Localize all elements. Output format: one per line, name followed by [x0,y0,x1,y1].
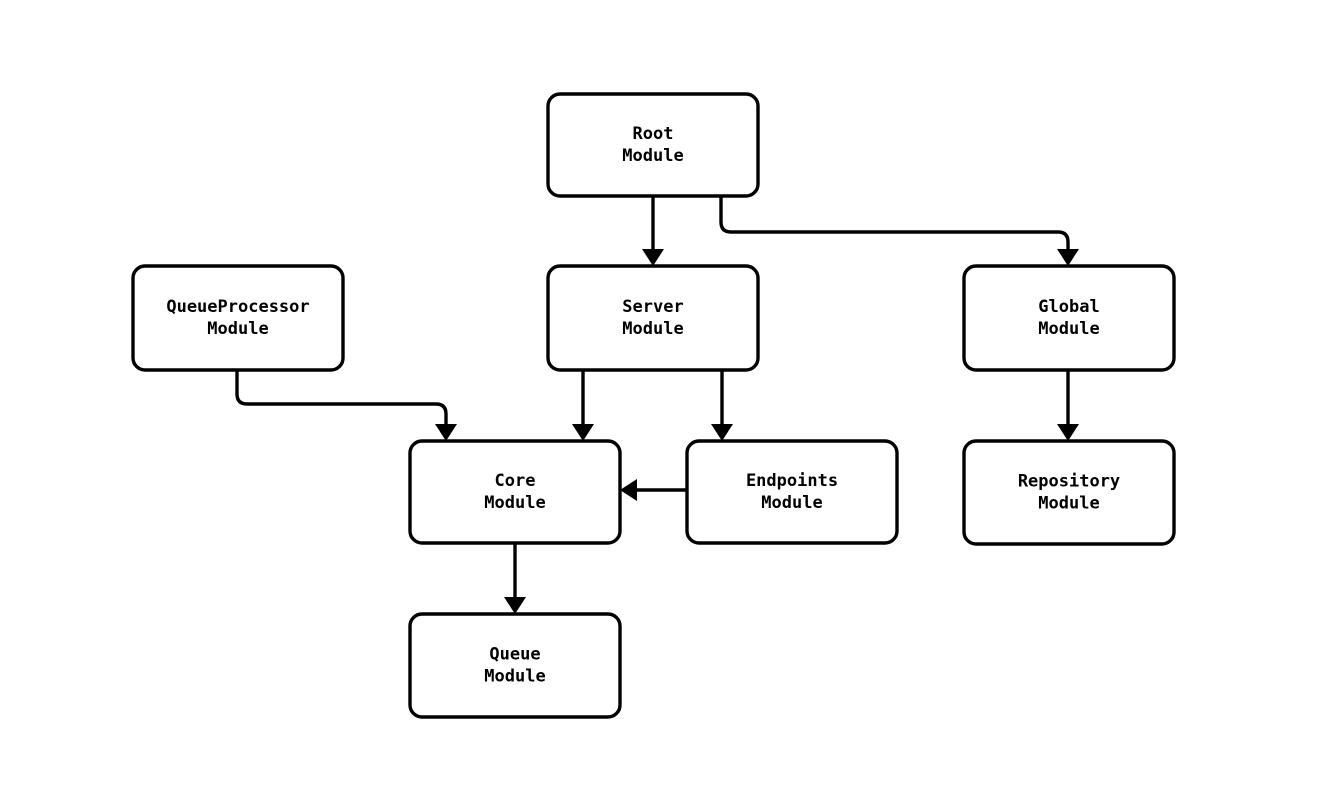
arrowhead-icon [620,479,637,501]
node-box[interactable] [408,439,622,545]
node-box[interactable] [131,264,345,372]
edge-endpoints-to-core [620,479,687,501]
edge-line [235,370,448,425]
edge-queueprocessor-to-core [235,370,457,441]
node-label-line1: Endpoints [746,471,838,491]
node-label-line1: Repository [1018,472,1120,492]
arrowhead-icon [1057,424,1079,441]
edge-core-to-queue [504,543,526,614]
edge-root-to-server [642,196,664,266]
node-box[interactable] [962,439,1176,546]
node-label-line2: Module [484,667,545,687]
node-label-line1: Server [622,297,683,317]
arrowhead-icon [504,597,526,614]
node-label-line2: Module [622,319,683,339]
node-label-line1: QueueProcessor [166,297,309,317]
edge-global-to-repository [1057,370,1079,441]
node-label-line1: Core [495,471,536,491]
arrowhead-icon [435,424,457,441]
edges-layer [235,196,1079,614]
edge-server-to-core [572,370,594,441]
arrowhead-icon [642,249,664,266]
node-box[interactable] [685,439,899,545]
node-box[interactable] [546,264,760,372]
node-label-line2: Module [207,319,268,339]
node-label-line2: Module [484,493,545,513]
edge-line [719,196,1070,250]
node-label-line2: Module [622,146,683,166]
arrowhead-icon [1057,249,1079,266]
node-label-line2: Module [761,493,822,513]
node-box[interactable] [408,612,622,719]
node-label-line2: Module [1038,494,1099,514]
edge-server-to-endpoints [711,370,733,441]
node-label-line1: Root [633,124,674,144]
node-label-line1: Global [1038,297,1099,317]
nodes-layer: RootModuleQueueProcessorModuleServerModu… [131,92,1176,719]
edge-root-to-global [719,196,1079,266]
node-label-line2: Module [1038,319,1099,339]
node-box[interactable] [962,264,1176,372]
arrowhead-icon [572,424,594,441]
node-box[interactable] [546,92,760,198]
node-label-line1: Queue [489,645,540,665]
arrowhead-icon [711,424,733,441]
